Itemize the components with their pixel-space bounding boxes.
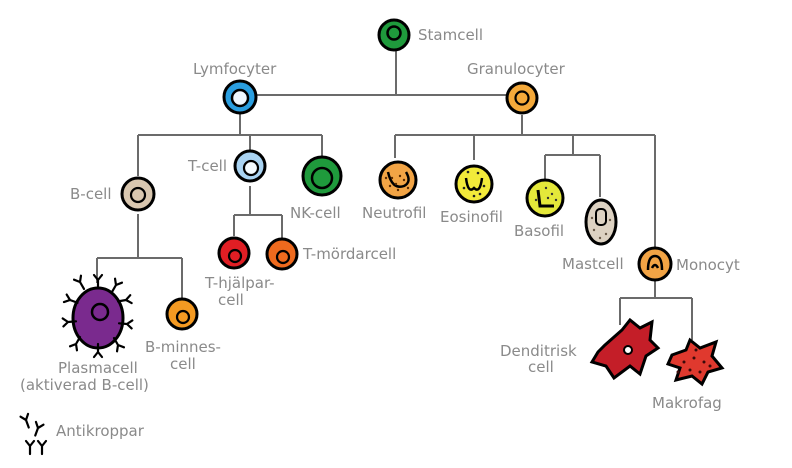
denditrisk-cell-node: Denditrisk cell [500, 317, 661, 381]
basofil-label: Basofil [514, 222, 564, 240]
denditrisk-label-2: cell [528, 358, 554, 376]
b-cell-label: B-cell [70, 185, 112, 203]
b-cell-node: B-cell [70, 176, 156, 212]
granulocyt-node: Granulocyter [467, 60, 566, 115]
nk-cell-label: NK-cell [290, 204, 341, 222]
makrofag-node: Makrofag [652, 337, 725, 412]
mastcell-label: Mastcell [562, 255, 624, 273]
granulocyt-cell [505, 81, 539, 115]
t-mordarcell-node: T-mördarcell [265, 237, 396, 271]
eosinofil-node: Eosinofil [440, 164, 503, 226]
basofil-node: Basofil [514, 178, 565, 240]
t-hjalparcell-node: T-hjälpar- cell [204, 236, 275, 309]
t-mordarcell-label: T-mördarcell [302, 245, 396, 263]
b-minnes-label-2: cell [170, 355, 196, 373]
neutrofil-cell [378, 160, 418, 200]
eosinofil-label: Eosinofil [440, 208, 503, 226]
neutrofil-node: Neutrofil [362, 160, 426, 222]
b-minnescell-cell [165, 297, 199, 331]
makrofag-shape [665, 337, 725, 387]
lymfocyter-label: Lymfocyter [193, 60, 277, 78]
lymfocyt-node: Lymfocyter [193, 60, 277, 115]
stamcell-node: Stamcell [377, 18, 483, 52]
t-cell-label: T-cell [187, 157, 227, 175]
eosinofil-cell [454, 164, 494, 204]
mastcell-cell [584, 198, 618, 246]
connector-lines [96, 50, 693, 340]
antibody-icon [19, 412, 48, 456]
mastcell-node: Mastcell [562, 198, 624, 273]
granulocyter-label: Granulocyter [467, 60, 566, 78]
b-cell-cell [120, 176, 156, 212]
nk-cell-node: NK-cell [290, 155, 343, 222]
plasmacell-label-1: Plasmacell [58, 359, 138, 377]
neutrofil-label: Neutrofil [362, 204, 426, 222]
monocyt-node: Monocyt [637, 246, 740, 282]
basofil-cell [525, 178, 565, 218]
antikroppar-legend: Antikroppar [19, 412, 145, 456]
monocyt-label: Monocyt [676, 256, 740, 274]
t-hjalpar-label-1: T-hjälpar- [204, 274, 275, 292]
denditrisk-label-1: Denditrisk [500, 342, 577, 360]
plasmacell-label-2: (aktiverad B-cell) [20, 376, 149, 394]
plasmacell-node: Plasmacell (aktiverad B-cell) [20, 273, 149, 394]
t-hjalpar-label-2: cell [218, 291, 244, 309]
stamcell-label: Stamcell [418, 26, 483, 44]
t-cell-node: T-cell [187, 149, 267, 183]
stamcell-cell [377, 18, 411, 52]
b-minnescell-node: B-minnes- cell [145, 297, 221, 373]
makrofag-label: Makrofag [652, 394, 722, 412]
nk-cell-cell [301, 155, 343, 197]
t-mordarcell-cell [265, 237, 299, 271]
b-minnes-label-1: B-minnes- [145, 338, 221, 356]
antikroppar-label: Antikroppar [56, 422, 145, 440]
t-hjalparcell-cell [217, 236, 251, 270]
